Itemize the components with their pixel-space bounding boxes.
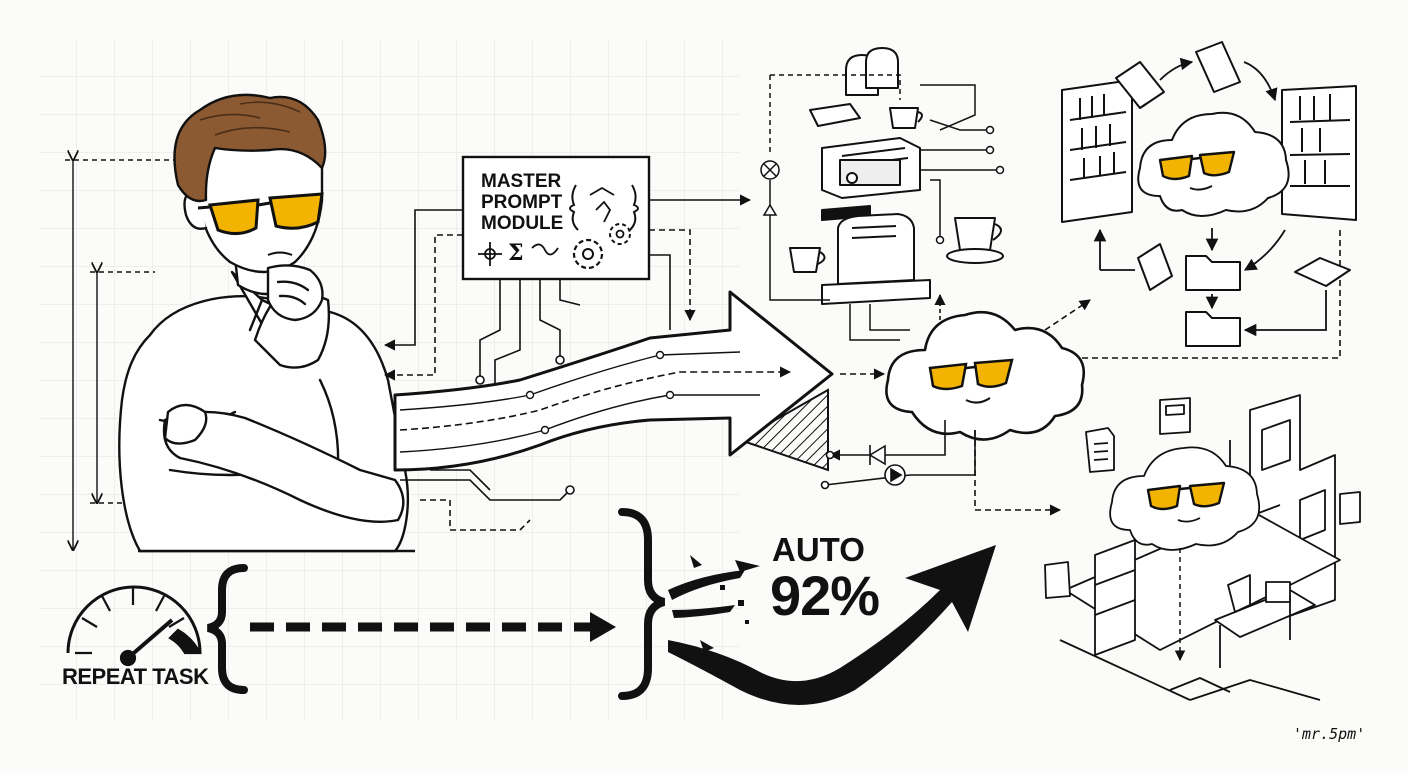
auto-label: AUTO xyxy=(772,531,865,568)
book-icon xyxy=(1294,257,1351,287)
bread-icon xyxy=(809,103,861,127)
book-icon xyxy=(1115,61,1165,109)
coffee-cup-icon xyxy=(789,247,821,273)
library-arrows xyxy=(1093,57,1327,337)
folder-icon xyxy=(1185,255,1241,291)
book-icon xyxy=(1195,41,1241,93)
calculator-icon xyxy=(1159,397,1191,435)
module-title-line: PROMPT xyxy=(481,192,563,213)
sunglasses-icon xyxy=(197,192,324,235)
growth-arrow-icon xyxy=(668,545,996,705)
gear-icon xyxy=(572,238,604,270)
curly-brace-left-icon xyxy=(206,564,248,694)
gear-icon xyxy=(609,223,631,245)
repeat-task-label: REPEAT TASK xyxy=(62,664,209,689)
thinking-man-icon xyxy=(118,123,410,553)
folder-icon xyxy=(1185,311,1241,347)
coffee-cup-icon xyxy=(889,107,919,129)
splash-effect xyxy=(668,555,760,652)
bookshelf-icon xyxy=(1061,79,1133,223)
module-title-line: MASTER xyxy=(481,171,562,192)
module-title: MASTER PROMPT MODULE xyxy=(481,171,581,234)
master-prompt-module xyxy=(461,155,651,281)
hair-icon xyxy=(173,93,327,203)
toaster-icon xyxy=(837,213,915,285)
module-title-line: MODULE xyxy=(481,213,564,234)
circuit-components xyxy=(820,230,1341,516)
signature: 'mr.5pm' xyxy=(1293,725,1366,743)
coffee-cup-icon xyxy=(954,217,996,251)
curly-brace-right-icon xyxy=(618,508,666,700)
document-icon xyxy=(1339,491,1361,525)
cloud-sunglasses-icon xyxy=(885,310,1086,441)
automation-percent: 92% xyxy=(770,564,880,627)
bookshelf-icon xyxy=(1281,85,1357,221)
sigma-symbol: Σ xyxy=(508,240,524,266)
circuit-arrow-icon xyxy=(393,290,834,472)
library-cluster xyxy=(1061,41,1357,347)
office-isometric-icon xyxy=(1044,394,1361,701)
document-icon xyxy=(1085,427,1115,473)
gauge-icon xyxy=(66,585,202,667)
kitchen-wires xyxy=(760,74,1005,341)
kitchen-appliances xyxy=(789,47,1004,305)
book-icon xyxy=(1137,243,1173,291)
document-icon xyxy=(1044,561,1071,599)
